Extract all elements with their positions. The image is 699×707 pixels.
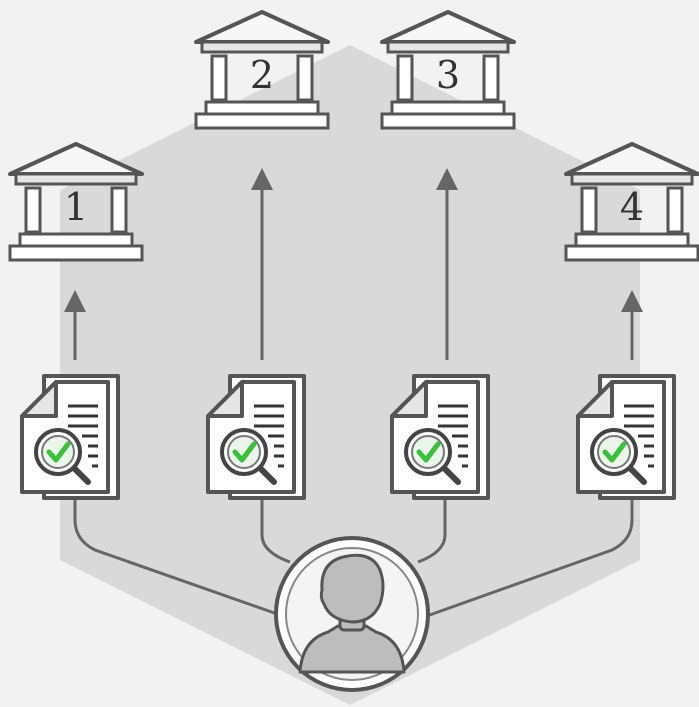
arrow-3 [436, 168, 458, 360]
arrow-4 [621, 290, 643, 360]
institution-1: 1 [8, 142, 144, 262]
institution-2: 2 [194, 10, 330, 130]
arrow-2 [251, 168, 273, 360]
institution-number: 4 [620, 185, 644, 229]
institution-3: 3 [380, 10, 516, 130]
connector-lines [73, 500, 634, 624]
institution-number: 3 [436, 53, 460, 97]
verified-document-icon [22, 376, 118, 498]
arrow-1 [64, 290, 86, 360]
institution-number: 1 [64, 185, 88, 229]
user-avatar [274, 536, 430, 692]
institution-number: 2 [250, 53, 274, 97]
hexagon-background [60, 45, 640, 705]
user-avatar-icon [298, 553, 406, 674]
institution-4: 4 [564, 142, 699, 262]
document-1 [22, 376, 118, 498]
